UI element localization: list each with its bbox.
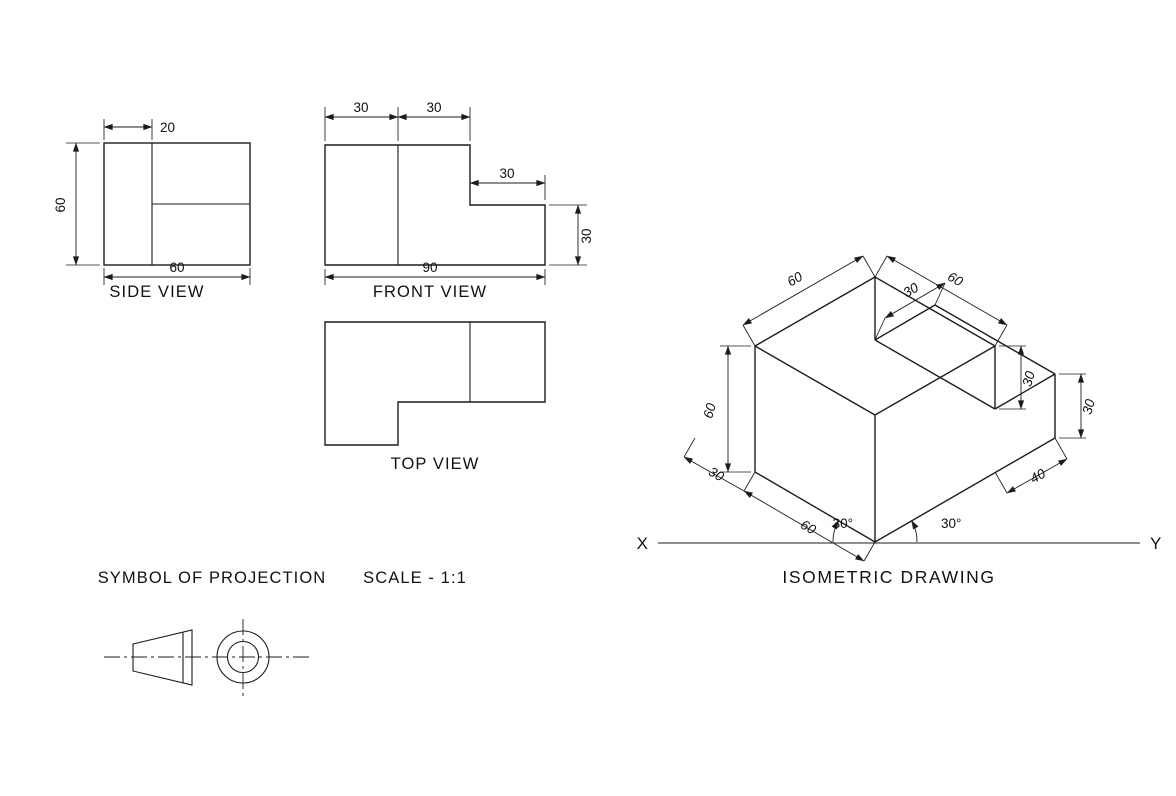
iso-dim-step-c: 30 (1079, 397, 1098, 416)
side-dim-bottom: 60 (169, 260, 184, 275)
axis-label-x: X (637, 534, 648, 553)
side-view-dimensions: 20 60 60 (53, 119, 251, 285)
iso-dim-base-near: 60 (798, 517, 819, 538)
projection-symbol: SYMBOL OF PROJECTION SCALE - 1:1 (98, 569, 467, 699)
first-angle-symbol-icon (104, 619, 312, 699)
iso-angle-left: 30° (833, 516, 853, 531)
axis-label-y: Y (1150, 534, 1161, 553)
isometric-title: ISOMETRIC DRAWING (782, 567, 995, 587)
front-view-dimensions: 30 30 30 30 90 (324, 100, 594, 285)
top-view: TOP VIEW (324, 321, 546, 473)
iso-dim-top-right: 60 (945, 269, 966, 290)
iso-dim-step-a: 30 (1019, 369, 1038, 388)
isometric-view: X Y 60 (637, 255, 1161, 587)
iso-dim-base-right: 40 (1027, 466, 1048, 487)
front-dim-step-height: 30 (579, 228, 594, 243)
front-view-title: FRONT VIEW (373, 283, 487, 301)
front-dim-bottom: 90 (422, 260, 437, 275)
iso-dim-height: 60 (700, 401, 719, 420)
side-view: 20 60 60 SIDE VIEW (53, 119, 251, 301)
isometric-object (754, 276, 1056, 543)
top-view-title: TOP VIEW (391, 455, 480, 473)
side-dim-top: 20 (160, 120, 175, 135)
front-view: 30 30 30 30 90 FRONT VIEW (324, 100, 594, 301)
iso-dim-step-b: 30 (900, 280, 921, 301)
side-view-outline (103, 142, 251, 266)
side-dim-left: 60 (53, 197, 68, 212)
projection-title: SYMBOL OF PROJECTION (98, 569, 327, 587)
front-dim-step-width: 30 (499, 166, 514, 181)
side-view-title: SIDE VIEW (109, 283, 204, 301)
front-dim-top-left: 30 (353, 100, 368, 115)
iso-dim-base-far: 30 (706, 464, 727, 485)
scale-label: SCALE - 1:1 (363, 569, 467, 587)
isometric-dimensions: 60 60 60 60 30 40 (683, 255, 1098, 562)
top-view-outline (324, 321, 546, 446)
front-view-outline (324, 144, 546, 266)
iso-angle-right: 30° (941, 516, 961, 531)
front-dim-top-right: 30 (426, 100, 441, 115)
iso-dim-top-left: 60 (784, 269, 805, 290)
